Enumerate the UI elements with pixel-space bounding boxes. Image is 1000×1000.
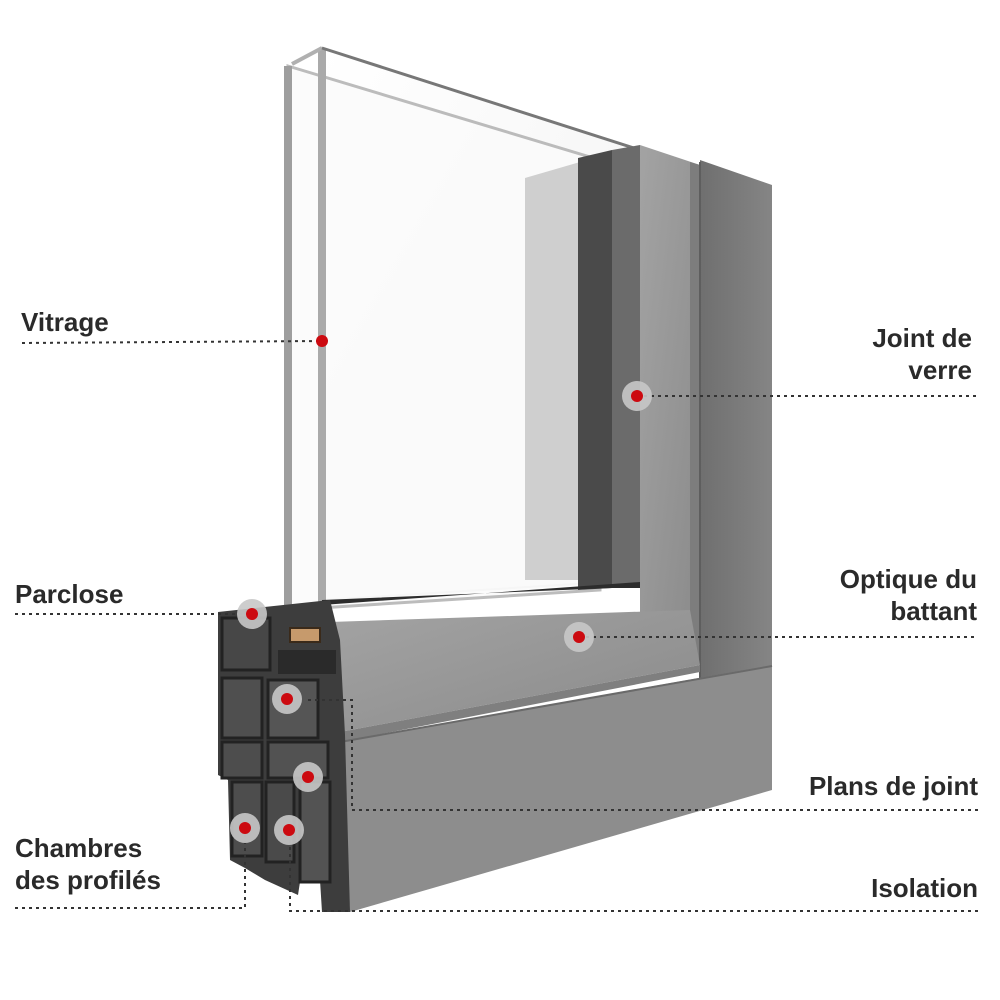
label-optique-du-battant-line-1: Optique du <box>839 564 977 594</box>
leader-vitrage <box>21 340 323 344</box>
marker-vitrage <box>316 335 328 347</box>
vertical-frame <box>578 145 772 790</box>
markers <box>230 335 652 845</box>
label-chambres-des-profiles: Chambres des profilés <box>15 832 161 896</box>
profile-section <box>218 600 350 912</box>
label-joint-de-verre-line-1: Joint de <box>872 323 972 353</box>
profile-chamber <box>298 780 332 884</box>
label-optique-du-battant: Optique du battant <box>840 563 977 627</box>
seal-gasket <box>289 627 321 643</box>
label-isolation: Isolation <box>871 873 978 903</box>
marker-optique-du-battant <box>564 622 594 652</box>
label-joint-de-verre: Joint de verre <box>872 322 972 386</box>
glass-shadow-panel <box>525 162 580 580</box>
marker-plans-de-joint-lower <box>293 762 323 792</box>
label-plans-de-joint: Plans de joint <box>808 771 978 801</box>
leader-isolation <box>289 830 978 912</box>
profile-chamber <box>220 740 264 780</box>
marker-chambres-des-profiles <box>230 813 260 843</box>
marker-joint-de-verre <box>622 381 652 411</box>
label-optique-du-battant-line-2: battant <box>890 596 977 626</box>
leader-lines <box>15 340 978 912</box>
label-chambres-line-2: des profilés <box>15 865 161 895</box>
marker-parclose <box>237 599 267 629</box>
label-vitrage: Vitrage <box>21 307 109 337</box>
leader-plans-de-joint <box>308 699 978 811</box>
label-joint-de-verre-line-2: verre <box>908 355 972 385</box>
marker-plans-de-joint-upper <box>272 684 302 714</box>
label-chambres-line-1: Chambres <box>15 833 143 863</box>
profile-chamber <box>220 676 264 740</box>
marker-isolation <box>274 815 304 845</box>
label-parclose: Parclose <box>15 579 124 609</box>
